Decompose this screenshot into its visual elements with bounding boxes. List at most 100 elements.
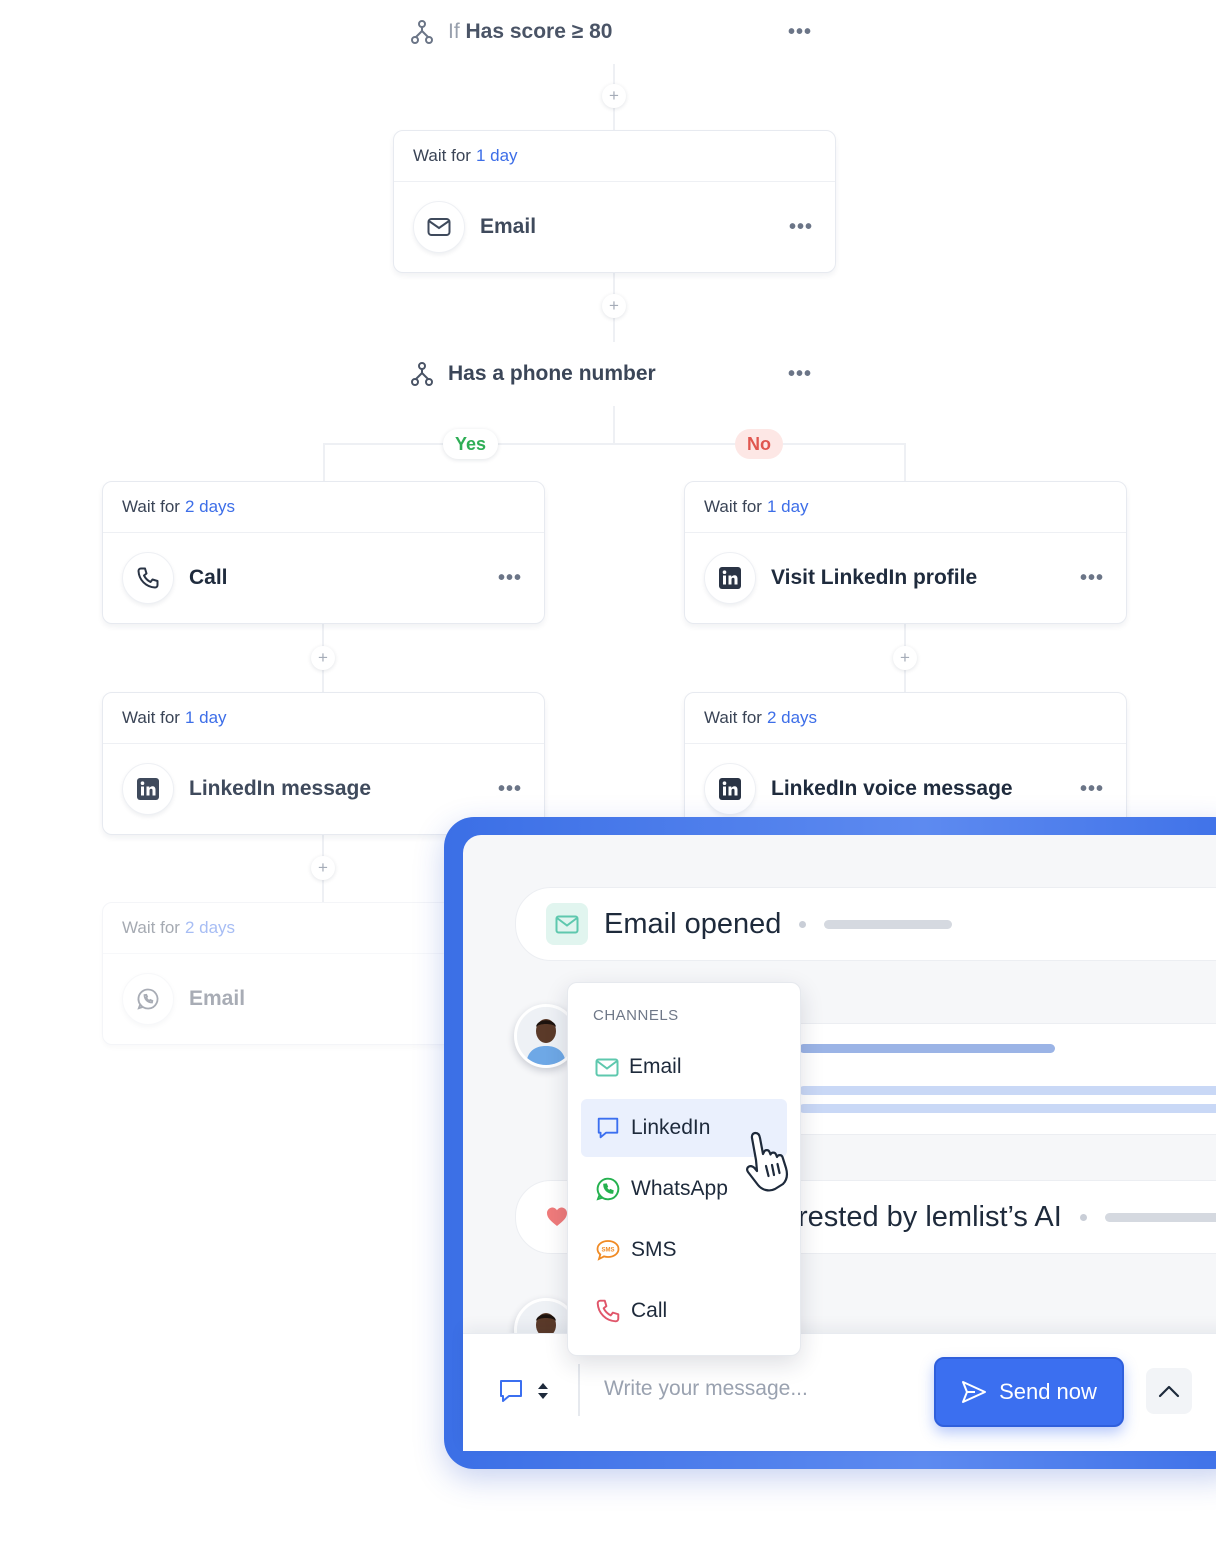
step-linkedin-voice-message[interactable]: Wait for 2 days LinkedIn voice message •… <box>684 692 1127 835</box>
wait-prefix: Wait for <box>413 146 471 165</box>
sms-icon: SMS <box>596 1240 620 1261</box>
event-title: Email opened <box>604 907 782 940</box>
heart-icon <box>546 1206 568 1228</box>
send-label: Send now <box>999 1379 1097 1404</box>
placeholder-bar <box>1104 1212 1216 1222</box>
step-label: LinkedIn voice message <box>771 777 1013 800</box>
placeholder-bar <box>799 1086 1216 1095</box>
channel-selector[interactable] <box>497 1377 549 1405</box>
option-label: SMS <box>631 1238 677 1261</box>
option-label: WhatsApp <box>631 1177 728 1200</box>
linkedin-icon <box>704 763 756 815</box>
branch-yes-badge: Yes <box>443 429 499 459</box>
email-icon <box>546 903 588 945</box>
wait-value: 1 day <box>184 708 227 727</box>
step-visit-linkedin-profile[interactable]: Wait for 1 day Visit LinkedIn profile ••… <box>684 481 1127 624</box>
condition-label: Has score ≥ 80 <box>465 20 613 43</box>
channel-option-call[interactable]: Call <box>581 1282 787 1340</box>
option-label: LinkedIn <box>631 1116 711 1139</box>
email-icon <box>413 201 465 253</box>
email-icon <box>595 1058 619 1076</box>
more-options-icon[interactable]: ••• <box>787 20 812 43</box>
more-options-icon[interactable]: ••• <box>497 777 522 800</box>
dropdown-heading: CHANNELS <box>593 1007 679 1024</box>
step-label: LinkedIn message <box>189 777 372 800</box>
placeholder-bar <box>799 1104 1216 1113</box>
more-options-icon[interactable]: ••• <box>788 215 813 238</box>
step-call[interactable]: Wait for 2 days Call ••• <box>102 481 545 624</box>
condition-prefix: If <box>448 20 460 43</box>
step-linkedin-message[interactable]: Wait for 1 day LinkedIn message ••• <box>102 692 545 835</box>
branch-icon <box>410 19 434 45</box>
channel-option-email[interactable]: Email <box>581 1038 787 1096</box>
placeholder-bar <box>799 1044 1055 1053</box>
step-email[interactable]: Wait for 1 day Email ••• <box>393 130 836 273</box>
wait-delay: Wait for 1 day <box>685 482 1126 533</box>
wait-value: 1 day <box>475 146 518 165</box>
condition-score[interactable]: If Has score ≥ 80 ••• <box>394 0 834 64</box>
placeholder-bar <box>824 919 953 929</box>
separator-dot <box>1079 1213 1087 1221</box>
whatsapp-icon <box>122 973 174 1025</box>
chevron-up-icon <box>1158 1384 1180 1398</box>
add-step-button[interactable]: + <box>893 646 917 670</box>
wait-delay: Wait for 2 days <box>685 693 1126 744</box>
wait-delay: Wait for 1 day <box>103 693 544 744</box>
wait-prefix: Wait for <box>122 918 180 937</box>
connector <box>613 406 615 444</box>
more-options-icon[interactable]: ••• <box>1079 566 1104 589</box>
chat-bubble-icon <box>597 1117 619 1139</box>
more-options-icon[interactable]: ••• <box>787 362 812 385</box>
wait-delay: Wait for 2 days <box>103 482 544 533</box>
message-input[interactable]: Write your message... <box>604 1377 808 1400</box>
wait-prefix: Wait for <box>704 708 762 727</box>
channel-option-whatsapp[interactable]: WhatsApp <box>581 1160 787 1218</box>
whatsapp-icon <box>596 1177 620 1201</box>
svg-text:SMS: SMS <box>601 1248 614 1254</box>
wait-prefix: Wait for <box>122 497 180 516</box>
step-label: Call <box>189 566 228 589</box>
step-label: Email <box>480 215 537 238</box>
connector <box>323 443 325 481</box>
add-step-button[interactable]: + <box>311 856 335 880</box>
send-icon <box>961 1380 987 1404</box>
wait-value: 2 days <box>184 497 236 516</box>
phone-icon <box>596 1299 620 1323</box>
option-label: Email <box>629 1055 682 1078</box>
more-options-icon[interactable]: ••• <box>1079 777 1104 800</box>
branch-no-badge: No <box>735 429 783 459</box>
condition-phone[interactable]: Has a phone number ••• <box>394 342 834 406</box>
add-step-button[interactable]: + <box>602 84 626 108</box>
sort-arrows-icon <box>537 1382 549 1400</box>
wait-prefix: Wait for <box>122 708 180 727</box>
send-now-button[interactable]: Send now <box>934 1357 1124 1427</box>
event-title: rested by lemlist’s AI <box>798 1200 1062 1233</box>
channel-option-sms[interactable]: SMS SMS <box>581 1221 787 1279</box>
event-email-opened: Email opened <box>515 887 1216 961</box>
divider <box>578 1364 580 1416</box>
hand-cursor-icon <box>742 1130 798 1199</box>
linkedin-icon <box>704 552 756 604</box>
linkedin-icon <box>122 763 174 815</box>
option-label: Call <box>631 1299 668 1322</box>
wait-delay: Wait for 1 day <box>394 131 835 182</box>
expand-button[interactable] <box>1146 1368 1192 1414</box>
separator-dot <box>799 920 807 928</box>
condition-label: Has a phone number <box>448 362 656 385</box>
connector <box>323 443 905 445</box>
phone-icon <box>122 552 174 604</box>
wait-value: 2 days <box>766 708 818 727</box>
add-step-button[interactable]: + <box>602 294 626 318</box>
connector <box>904 443 906 481</box>
wait-delay: Wait for 2 days <box>103 903 544 954</box>
more-options-icon[interactable]: ••• <box>497 566 522 589</box>
message-card <box>781 1023 1216 1135</box>
add-step-button[interactable]: + <box>311 646 335 670</box>
branch-icon <box>410 361 434 387</box>
chat-bubble-icon <box>497 1377 525 1405</box>
wait-value: 2 days <box>184 918 236 937</box>
step-label: Visit LinkedIn profile <box>771 566 978 589</box>
step-label: Email <box>189 987 246 1010</box>
wait-prefix: Wait for <box>704 497 762 516</box>
